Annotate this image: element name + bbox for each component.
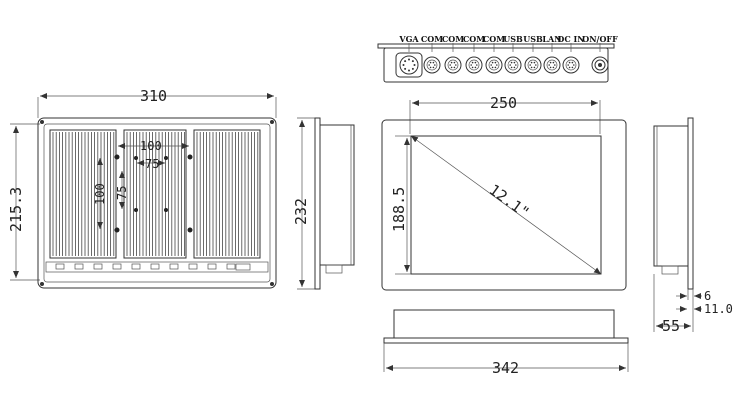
port-connectors [395,43,609,78]
port-connector [524,56,542,74]
dim-vesa-outer-h: 100 [93,183,107,205]
front-bezel [381,119,627,291]
back-view: 310 215.3 100 75 1 [7,87,277,289]
bottom-view: 342 [383,309,629,377]
back-io-ports [55,263,251,271]
port-connector [485,56,503,74]
dim-side-depth: 55 [662,317,680,335]
dim-diagonal: 12.1" [486,181,533,222]
port-connector [562,56,580,74]
left-side-view: 232 [292,117,355,290]
port-connector [444,56,462,74]
front-view: 250 12.1" 188.5 [381,94,627,291]
port-connector [543,56,561,74]
vesa-hole [134,208,138,212]
vesa-hole [187,227,193,233]
vesa-hole [164,208,168,212]
port-label: DC IN [557,34,584,44]
right-side-view: 6 11.0 55 [653,117,733,335]
dim-side-gap: 6 [704,289,711,303]
dim-back-width: 310 [140,87,167,105]
dim-display-width: 250 [490,94,517,112]
port-label: USB [503,34,523,44]
heatsink-fins [52,132,259,256]
dim-front-width: 342 [492,359,519,377]
power-button [591,56,609,74]
port-label: COM [483,34,505,44]
dim-side-flange: 11.0 [704,302,733,316]
dim-display-height: 188.5 [390,187,408,232]
dim-vesa-outer-w: 100 [140,139,162,153]
display-area [410,135,602,275]
port-label: COM [421,34,443,44]
back-housing [37,117,277,289]
dim-vesa-inner-w: 75 [145,157,159,171]
vesa-hole [114,227,120,233]
vesa-hole [187,154,193,160]
port-label: USB [523,34,543,44]
port-label: LAN [542,34,561,44]
vesa-hole [164,156,168,160]
vesa-hole [114,154,120,160]
port-connector [423,56,441,74]
port-label: COM [442,34,464,44]
port-label: VGA [398,34,419,44]
port-connector [504,56,522,74]
port-label: COM [463,34,485,44]
dim-back-height: 215.3 [7,187,25,232]
port-label: ON/OFF [582,34,618,44]
vga-connector [395,52,423,78]
dim-side-height: 232 [292,198,310,225]
dim-vesa-inner-h: 75 [115,186,129,200]
port-connector [465,56,483,74]
vesa-hole [134,156,138,160]
